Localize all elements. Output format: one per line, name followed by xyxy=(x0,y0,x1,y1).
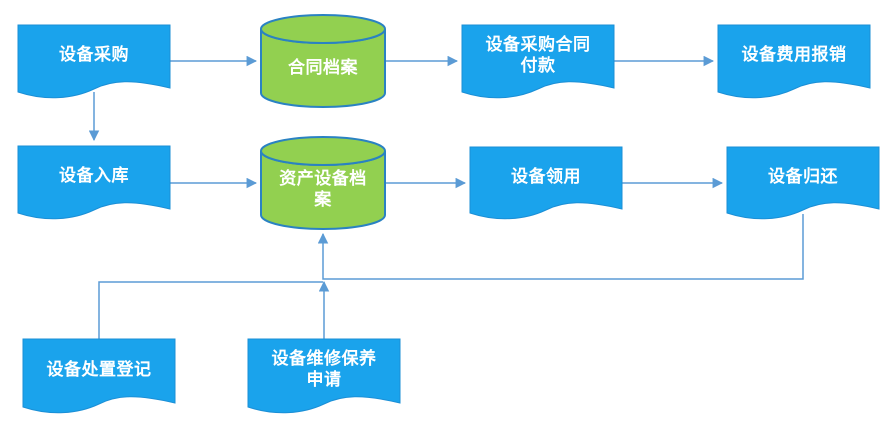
node-expense_reimburse-document xyxy=(717,24,871,99)
node-contract_payment-document xyxy=(461,24,615,99)
connector-return-to-asset_archive xyxy=(317,214,804,280)
node-maintenance-document xyxy=(247,338,401,414)
node-label-requisition: 设备领用 xyxy=(511,166,581,187)
node-label-return: 设备归还 xyxy=(768,166,838,187)
node-label-maintenance: 设备维修保养申请 xyxy=(271,349,377,390)
node-label-warehousing: 设备入库 xyxy=(59,166,129,186)
node-warehousing-document xyxy=(17,145,171,220)
node-label-contract_payment: 设备采购合同付款 xyxy=(485,34,591,76)
node-label-procure: 设备采购 xyxy=(59,45,129,65)
node-label-contract_archive: 合同档案 xyxy=(288,57,358,78)
document-shape xyxy=(461,24,615,99)
node-procure-document xyxy=(17,24,171,99)
document-shape xyxy=(17,145,171,220)
document-shape xyxy=(469,146,623,220)
node-label-disposal: 设备处置登记 xyxy=(46,359,152,380)
node-label-expense_reimburse: 设备费用报销 xyxy=(741,45,847,65)
document-shape xyxy=(247,338,401,414)
node-disposal-document xyxy=(22,338,176,414)
document-shape xyxy=(726,146,880,220)
node-asset_archive-database xyxy=(260,136,386,230)
document-shape xyxy=(717,24,871,99)
document-shape xyxy=(17,24,171,99)
node-requisition-document xyxy=(469,146,623,220)
connector-disposal-to-asset_archive xyxy=(98,281,323,339)
document-shape xyxy=(22,338,176,414)
node-label-asset_archive: 资产设备档案 xyxy=(279,169,367,210)
database-top xyxy=(260,14,386,44)
node-return-document xyxy=(726,146,880,220)
node-contract_archive-database xyxy=(260,14,386,108)
database-top xyxy=(260,136,386,166)
